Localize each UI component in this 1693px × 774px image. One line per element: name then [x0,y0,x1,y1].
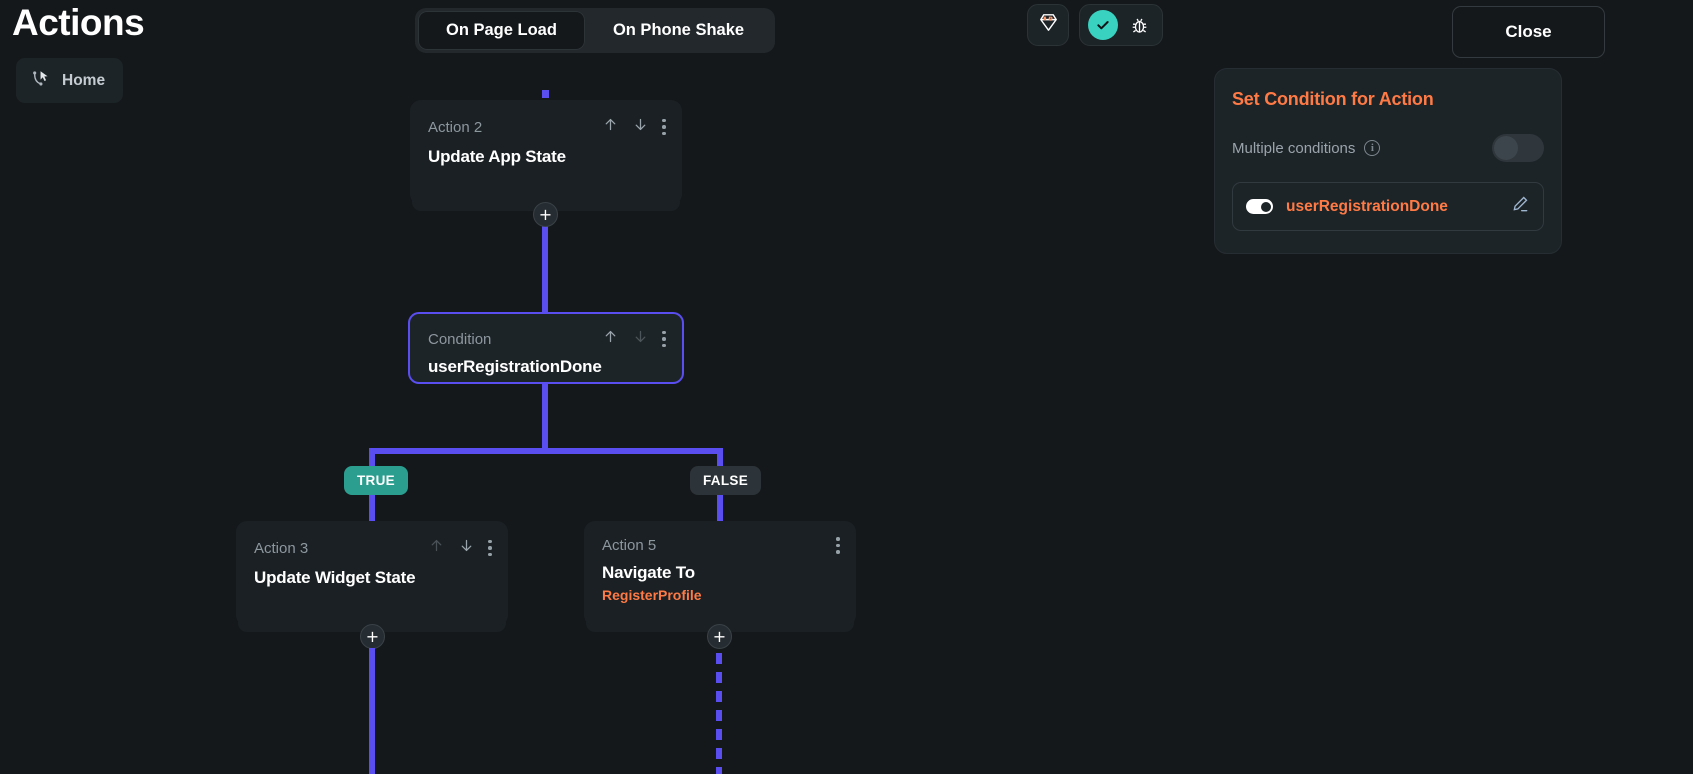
node-menu-icon[interactable] [488,539,492,557]
move-up-icon[interactable] [602,116,619,138]
node-actions [602,328,666,350]
node-kicker: Action 2 [428,118,483,136]
multiple-conditions-row: Multiple conditions i [1232,134,1544,162]
add-node-button-1[interactable]: + [533,202,558,227]
node-header: Action 3 [236,521,508,559]
panel-title: Set Condition for Action [1232,89,1434,109]
branch-badge-true: TRUE [344,466,408,495]
check-circle-icon[interactable] [1088,10,1118,40]
add-node-button-3[interactable]: + [707,624,732,649]
node-menu-icon[interactable] [662,118,666,136]
flow-node-action3[interactable]: Action 3 Update Widget State [236,521,508,626]
node-kicker: Action 5 [602,537,657,554]
flow-node-condition[interactable]: Condition userRegistrationDone [408,312,684,384]
connector-stub-top [542,90,549,98]
gem-icon [1037,11,1060,39]
condition-toggle-knob [1260,201,1271,212]
move-up-icon[interactable] [602,328,619,350]
branch-badge-false: FALSE [690,466,762,495]
node-actions [428,537,492,559]
gem-button[interactable] [1027,4,1069,46]
tab-on-page-load[interactable]: On Page Load [418,11,585,50]
node-title: Update Widget State [254,568,416,587]
condition-item[interactable]: userRegistrationDone [1232,182,1544,231]
connector-split-horizontal [369,448,723,454]
node-subtitle: RegisterProfile [602,587,702,603]
page-title: Actions [12,2,145,43]
flow-node-action5[interactable]: Action 5 Navigate To RegisterProfile [584,521,856,626]
condition-item-label: userRegistrationDone [1286,197,1448,215]
breadcrumb-home[interactable]: Home [16,58,124,103]
set-condition-panel: Set Condition for Action Multiple condit… [1214,68,1562,254]
run-debug-toggle-group [1079,4,1163,46]
move-down-icon[interactable] [458,537,475,559]
close-button[interactable]: Close [1452,6,1605,58]
node-title: Navigate To [602,563,695,582]
node-menu-icon[interactable] [662,330,666,348]
node-title: Update App State [428,147,566,166]
node-title: userRegistrationDone [428,357,602,376]
move-down-icon [632,328,649,350]
connector-action5-down-dashed [716,653,722,774]
flow-node-action2[interactable]: Action 2 Update App State [410,100,682,205]
add-node-button-2[interactable]: + [360,624,385,649]
switch-knob [1494,136,1518,160]
node-actions [836,537,840,554]
multiple-conditions-label: Multiple conditions [1232,139,1356,157]
bug-icon[interactable] [1124,10,1154,40]
node-kicker: Action 3 [254,539,309,557]
condition-toggle-icon[interactable] [1246,199,1273,214]
flow-cursor-icon [29,67,51,94]
node-actions [602,116,666,138]
node-header: Action 5 [584,521,856,554]
breadcrumb-label: Home [62,71,106,89]
connector-action2-condition [542,205,548,313]
move-down-icon[interactable] [632,116,649,138]
node-header: Condition [410,314,682,350]
multiple-conditions-switch[interactable] [1492,134,1544,162]
info-icon[interactable]: i [1364,140,1381,156]
connector-condition-split [542,384,548,451]
pencil-icon[interactable] [1510,194,1530,219]
trigger-tabs: On Page Load On Phone Shake [415,8,776,53]
tab-on-phone-shake[interactable]: On Phone Shake [612,21,745,39]
node-menu-icon[interactable] [836,537,840,554]
move-up-icon [428,537,445,559]
node-kicker: Condition [428,330,492,348]
connector-action3-down [369,648,375,774]
node-header: Action 2 [410,100,682,138]
